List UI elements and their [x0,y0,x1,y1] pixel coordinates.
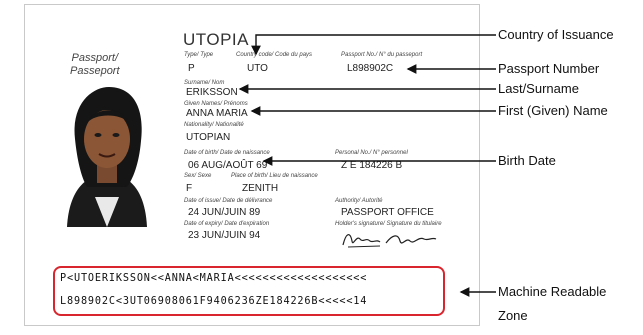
given-names-label: Given Names/ Prénoms [184,101,248,107]
given-names-value: ANNA MARIA [186,108,248,119]
callout-birth-date: Birth Date [498,153,556,168]
passport-no-label: Passport No./ N° du passeport [341,52,423,58]
sex-value: F [186,183,193,194]
callout-passport-number: Passport Number [498,61,600,76]
passport-title: Passport/ Passeport [70,52,120,77]
type-value: P [188,63,195,74]
callout-country: Country of Issuance [498,27,614,42]
expiry-date-value: 23 JUN/JUIN 94 [188,230,261,241]
authority-value: PASSPORT OFFICE [341,207,434,218]
authority-label: Authority/ Autorité [335,198,383,204]
personal-no-value: Z E 184226 B [341,160,403,171]
country-name: UTOPIA [183,30,249,49]
holder-photo [47,79,167,227]
country-arrow [251,34,496,56]
issue-date-value: 24 JUN/JUIN 89 [188,207,261,218]
birth-place-value: ZENITH [242,183,279,194]
expiry-date-label: Date of expiry/ Date d'expiration [184,221,270,227]
nationality-value: UTOPIAN [186,132,231,143]
callout-surname: Last/Surname [498,81,579,96]
nationality-label: Nationality/ Nationalité [184,122,244,128]
birth-place-label: Place of birth/ Lieu de naissance [231,173,318,179]
type-label: Type/ Type [184,52,214,58]
birth-date-value: 06 AUG/AOÛT 69 [188,160,268,171]
holder-signature [342,234,437,248]
callout-mrz: Machine Readable Zone [498,284,607,323]
country-code-label: Country code/ Code du pays [236,52,313,58]
country-code-value: UTO [247,63,268,74]
mrz-line-1: P<UTOERIKSSON<<ANNA<MARIA<<<<<<<<<<<<<<<… [60,273,368,284]
mrz-line-2: L898902C<3UT06908061F9406236ZE184226B<<<… [60,296,368,307]
surname-label: Surname/ Nom [184,80,225,86]
callout-first-name: First (Given) Name [498,103,608,118]
passport-no-value: L898902C [347,63,394,74]
mrz-highlight-box [53,266,445,316]
signature-label: Holder's signature/ Signature du titulai… [335,221,442,227]
sex-label: Sex/ Sexe [184,173,212,179]
issue-date-label: Date of issue/ Date de délivrance [184,198,273,204]
surname-value: ERIKSSON [186,87,238,98]
personal-no-label: Personal No./ N° personnel [335,150,408,156]
birth-date-label: Date of birth/ Date de naissance [184,150,270,156]
